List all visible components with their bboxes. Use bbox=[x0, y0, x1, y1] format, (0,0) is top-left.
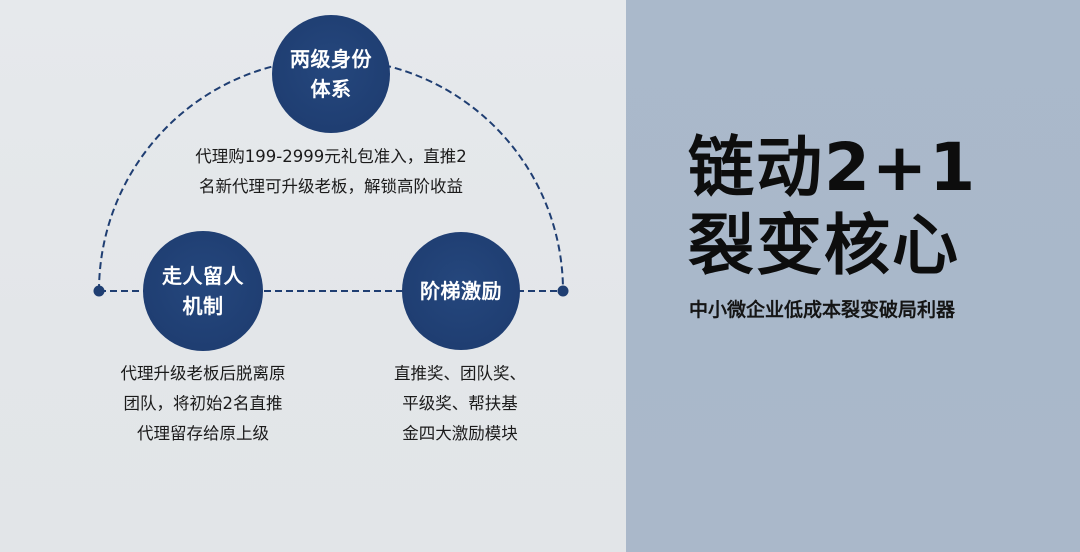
headline-line-1: 链动2+1 bbox=[688, 129, 978, 206]
description-leave-retain-mechanism: 代理升级老板后脱离原 团队，将初始2名直推 代理留存给原上级 bbox=[103, 359, 303, 449]
node-leave-retain-mechanism: 走人留人 机制 bbox=[143, 231, 263, 351]
description-two-level-identity: 代理购199-2999元礼包准入，直推2 名新代理可升级老板，解锁高阶收益 bbox=[170, 142, 492, 202]
headline-subtitle: 中小微企业低成本裂变破局利器 bbox=[689, 299, 956, 321]
node-label-line: 两级身份 bbox=[290, 47, 372, 71]
left-endpoint-dot bbox=[93, 285, 105, 297]
node-tiered-incentive: 阶梯激励 bbox=[402, 232, 520, 350]
description-line: 代理留存给原上级 bbox=[137, 424, 269, 443]
description-line: 名新代理可升级老板，解锁高阶收益 bbox=[199, 177, 463, 196]
description-line: 代理购199-2999元礼包准入，直推2 bbox=[195, 147, 467, 166]
description-line: 平级奖、帮扶基 bbox=[402, 394, 518, 413]
node-label-line: 阶梯激励 bbox=[420, 279, 502, 303]
description-line: 金四大激励模块 bbox=[402, 424, 518, 443]
description-tiered-incentive: 直推奖、团队奖、 平级奖、帮扶基 金四大激励模块 bbox=[380, 359, 540, 449]
right-panel bbox=[626, 0, 1080, 552]
node-two-level-identity: 两级身份 体系 bbox=[272, 15, 390, 133]
description-line: 直推奖、团队奖、 bbox=[394, 364, 526, 383]
description-line: 代理升级老板后脱离原 bbox=[120, 364, 286, 383]
node-label-line: 走人留人 bbox=[162, 264, 244, 288]
right-endpoint-dot bbox=[557, 285, 569, 297]
description-line: 团队，将初始2名直推 bbox=[123, 394, 283, 413]
headline-line-2: 裂变核心 bbox=[688, 207, 960, 284]
node-label-line: 机制 bbox=[182, 294, 224, 318]
node-label-line: 体系 bbox=[310, 77, 352, 101]
